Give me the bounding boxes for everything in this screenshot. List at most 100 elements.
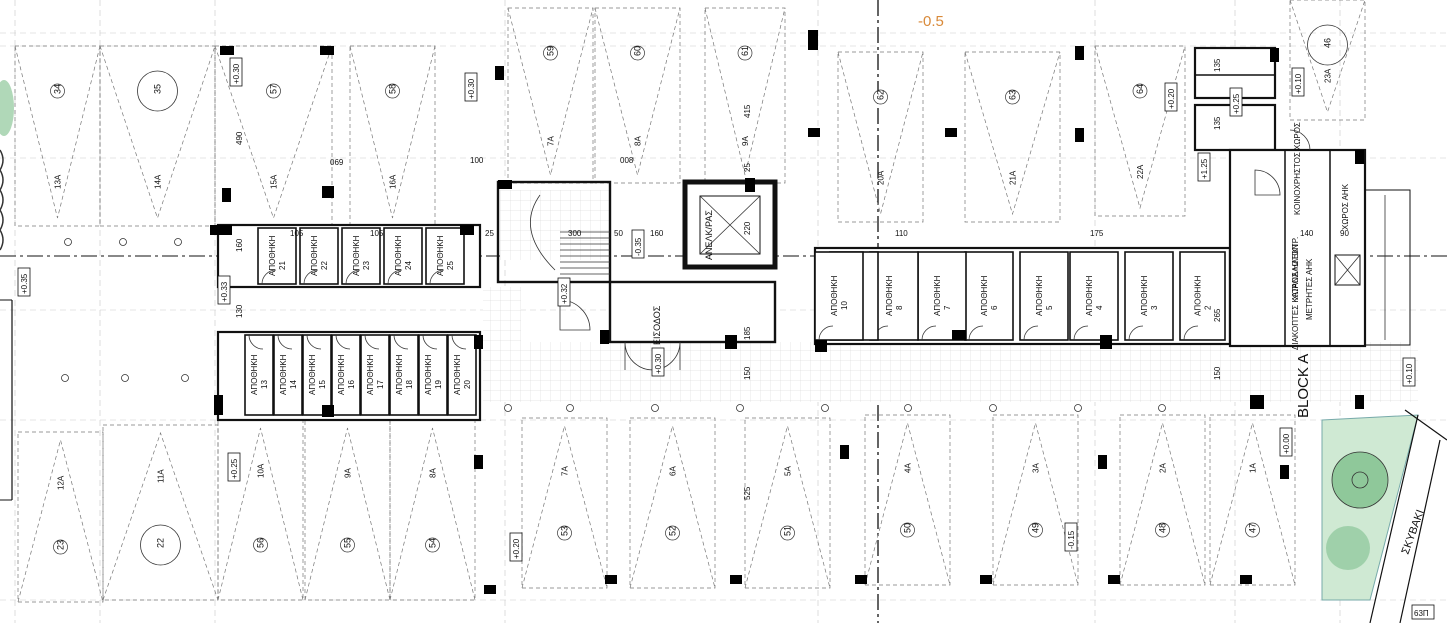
storage-number: 24 (404, 261, 413, 270)
storage-number: 4 (1095, 305, 1104, 310)
dim-160: 160 (235, 238, 244, 252)
storage-number: 16 (347, 380, 356, 389)
stall-number: 22 (156, 538, 166, 548)
storage-label: ΑΠΟΘΗΚΗ (424, 354, 433, 395)
dim-90: 90 (1340, 229, 1349, 238)
columns (210, 30, 1364, 594)
dim-110: 110 (895, 229, 908, 238)
storage-label: ΑΠΟΘΗΚΗ (1085, 275, 1094, 316)
hedge-left (0, 80, 14, 251)
stall-code: 13A (54, 174, 63, 189)
level-marker: +0.25 (227, 452, 241, 482)
parking-row-bottom: 2312A2211A5610A559A548A537A526A515A504A4… (17, 414, 1296, 603)
stall-code: 23A (1324, 68, 1333, 83)
stall-number: 60 (633, 46, 643, 56)
stall-code: 1A (1249, 463, 1258, 473)
ahk-room-label: ΧΩΡΟΣ ΑΗΚ (1341, 183, 1350, 230)
stall-number: 59 (546, 46, 556, 56)
stall-number: 47 (1248, 523, 1258, 533)
dim-525: 525 (743, 486, 752, 500)
stall-code: 20A (877, 170, 886, 185)
level-value: +0.20 (512, 538, 521, 559)
common-room-label: ΚΟΙΝΟΧΡΗΣΤΟΣ ΧΩΡΟΣ (1293, 122, 1302, 215)
corner-label: 63Π (1414, 609, 1429, 618)
level-marker: +0.30 (651, 347, 665, 377)
storage-label: ΑΠΟΘΗΚΗ (1194, 275, 1203, 316)
corridor-tiles-main (483, 342, 1418, 402)
level-value: +0.10 (1405, 363, 1414, 384)
storage-number: 5 (1045, 305, 1054, 310)
parking_bottom-stall: 49 3A (992, 414, 1079, 586)
dim-25b: 25 (485, 229, 494, 238)
core: ΑΝΕΛΚ/ΡΑΣ ΕΙΣΟΔΟΣ (496, 179, 778, 371)
level-marker: +0.35 (17, 267, 31, 297)
level-value: +0.20 (1167, 88, 1176, 109)
stall-number: 57 (269, 84, 279, 94)
storage-number: 3 (1150, 305, 1159, 310)
stall-code: 5A (784, 466, 793, 476)
stall-number: 62 (876, 90, 886, 100)
entrance-label: ΕΙΣΟΔΟΣ (652, 305, 662, 345)
dim-415: 415 (743, 104, 752, 118)
stall-number: 53 (560, 526, 570, 536)
dim-185: 185 (743, 326, 752, 340)
storage-number: 23 (362, 261, 371, 270)
stair-treads (560, 231, 610, 275)
dim-25: 25 (743, 163, 752, 172)
storage-number: 10 (840, 301, 849, 310)
level-value: +0.25 (1232, 93, 1241, 114)
dim-100: 100 (470, 156, 484, 165)
storage-label: ΑΠΟΘΗΚΗ (830, 275, 839, 316)
storage-label: ΑΠΟΘΗΚΗ (1035, 275, 1044, 316)
level-value: +0.00 (1282, 433, 1291, 454)
stall-code: 21A (1009, 170, 1018, 185)
level-value: -0.35 (634, 237, 643, 256)
stall-code: 15A (270, 174, 279, 189)
level-markers: +0.30+0.30+0.25+0.20+0.10+0.35+0.33+0.32… (17, 57, 1416, 562)
storage-label: ΑΠΟΘΗΚΗ (394, 235, 403, 276)
level-value: +0.25 (230, 458, 239, 479)
dim-265: 265 (1213, 308, 1222, 322)
storage-label: ΑΠΟΘΗΚΗ (885, 275, 894, 316)
storage-label: ΑΠΟΘΗΚΗ (1140, 275, 1149, 316)
level-marker: +0.30 (464, 72, 478, 102)
elevator-label: ΑΝΕΛΚ/ΡΑΣ (704, 210, 714, 260)
stall-code: 7A (561, 466, 570, 476)
stair-tiles (500, 190, 610, 260)
stall-number: 64 (1135, 84, 1145, 94)
stall-number: 61 (740, 46, 750, 56)
stall-code: 3A (1032, 463, 1041, 473)
stall-number: 51 (783, 526, 793, 536)
level-marker: +0.20 (509, 532, 523, 562)
stall-code: 16A (389, 174, 398, 189)
landscape-right: ΣΚΥΒΑΚΙ 63Π (1321, 409, 1447, 623)
stall-number: 49 (1031, 523, 1041, 533)
storage-label: ΑΠΟΘΗΚΗ (308, 354, 317, 395)
storage-label: ΑΠΟΘΗΚΗ (352, 235, 361, 276)
stall-number: 34 (53, 84, 63, 94)
storage-label: ΑΠΟΘΗΚΗ (453, 354, 462, 395)
stall-code: 22A (1136, 164, 1145, 179)
dim-105: 105 (290, 229, 304, 238)
stall-number: 52 (668, 526, 678, 536)
dim-130: 130 (235, 304, 244, 318)
level-value: +0.35 (20, 273, 29, 294)
storage-number: 2 (1204, 305, 1213, 310)
parking-row-top: 3413A3514A5715A5816A597A608A619A6220A632… (14, 0, 1366, 227)
stall-number: 35 (153, 84, 163, 94)
